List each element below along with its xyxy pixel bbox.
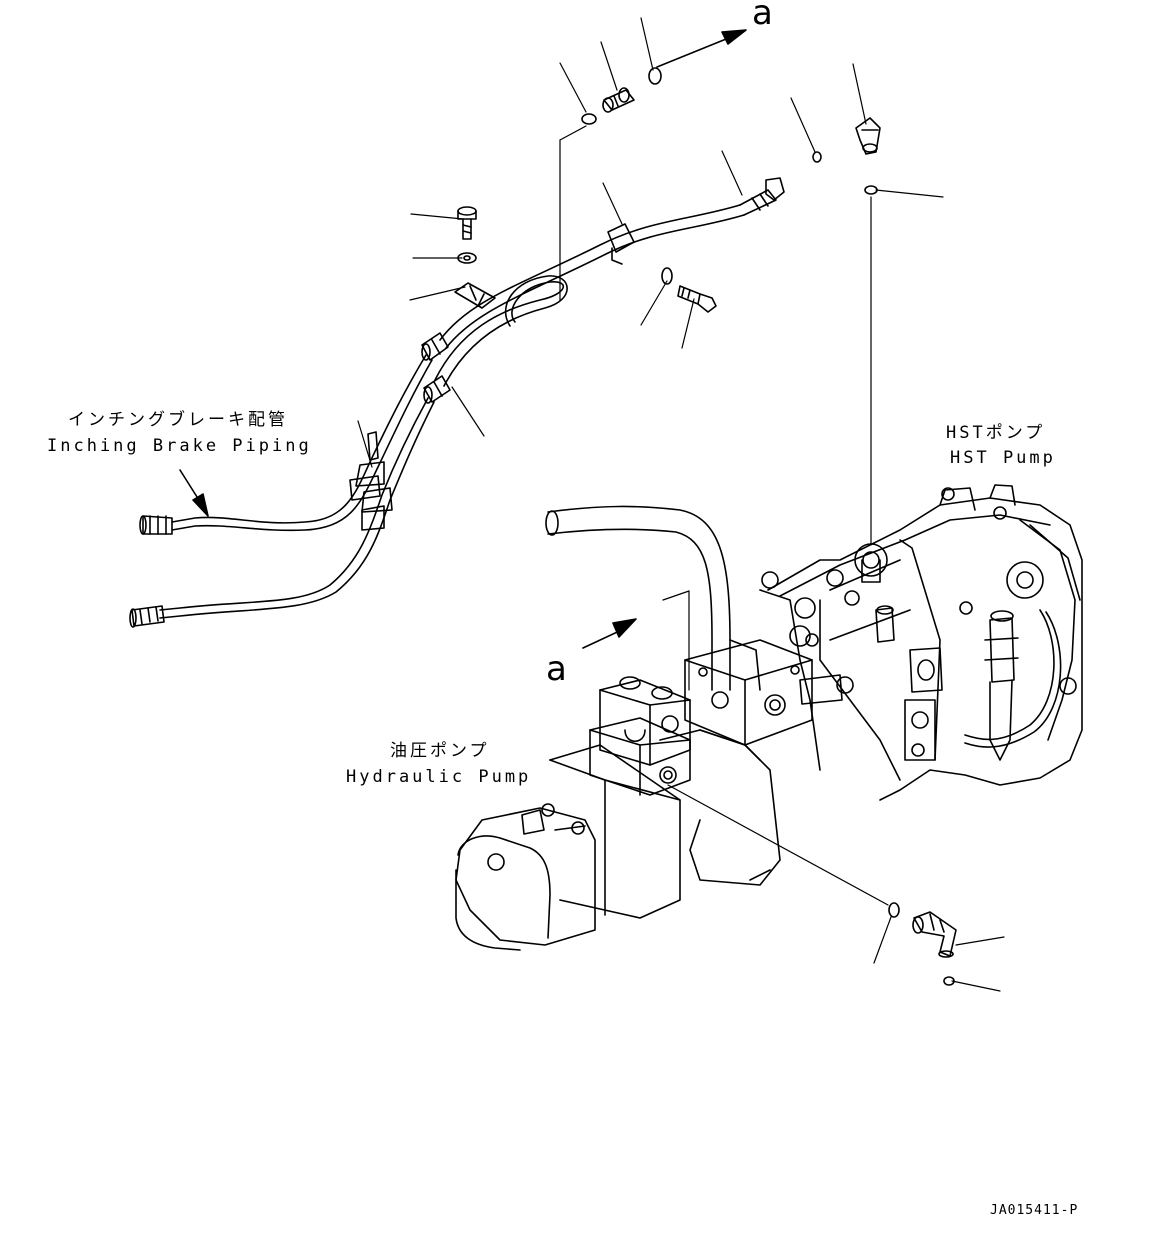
- arrow-a-top: [656, 29, 747, 68]
- clamp-left: [454, 282, 496, 309]
- hydraulic-pump-label-en: Hydraulic Pump: [346, 767, 532, 787]
- hose-joints: [349, 431, 393, 531]
- o-ring-lower-b: [943, 976, 955, 986]
- hose-end-upper: [139, 515, 173, 535]
- o-ring-b: [648, 67, 662, 85]
- arrow-inching: [179, 469, 209, 517]
- hose-end-lower: [129, 605, 165, 628]
- hydraulic-pump-body: [455, 505, 813, 951]
- hose-lower: [159, 397, 435, 619]
- washer-top: [457, 252, 477, 264]
- clamp-right: [607, 223, 635, 265]
- bolt-right: [677, 285, 717, 313]
- hst-pump-label-jp: HSTポンプ: [946, 423, 1046, 443]
- leader-lines: [357, 17, 1005, 992]
- drawing-code: JA015411-P: [990, 1203, 1079, 1218]
- inching-brake-label-jp: インチングブレーキ配管: [68, 410, 288, 430]
- ref-letter-a-mid: a: [546, 649, 567, 689]
- brake-tube-lower: [434, 275, 568, 387]
- o-ring-a: [581, 113, 597, 125]
- nipple-fitting: [602, 87, 635, 113]
- hst-pump-body: [759, 484, 1083, 801]
- washer-right: [661, 267, 673, 285]
- inching-brake-label-en: Inching Brake Piping: [47, 436, 312, 456]
- hose-fitting-2: [423, 375, 451, 404]
- elbow-lower: [912, 911, 957, 958]
- hst-pump-label-en: HST Pump: [950, 448, 1056, 468]
- hose-upper: [171, 354, 433, 532]
- o-ring-c: [812, 151, 822, 163]
- elbow-fitting: [855, 117, 881, 155]
- o-ring-lower-a: [888, 902, 900, 918]
- arrow-a-mid: [582, 618, 637, 649]
- brake-tube-upper: [439, 177, 785, 349]
- bolt-top: [457, 206, 477, 240]
- hydraulic-pump-label-jp: 油圧ポンプ: [390, 741, 490, 761]
- ref-letter-a-top: a: [752, 0, 773, 33]
- hose-fitting-1: [421, 332, 449, 361]
- o-ring-d: [864, 185, 878, 195]
